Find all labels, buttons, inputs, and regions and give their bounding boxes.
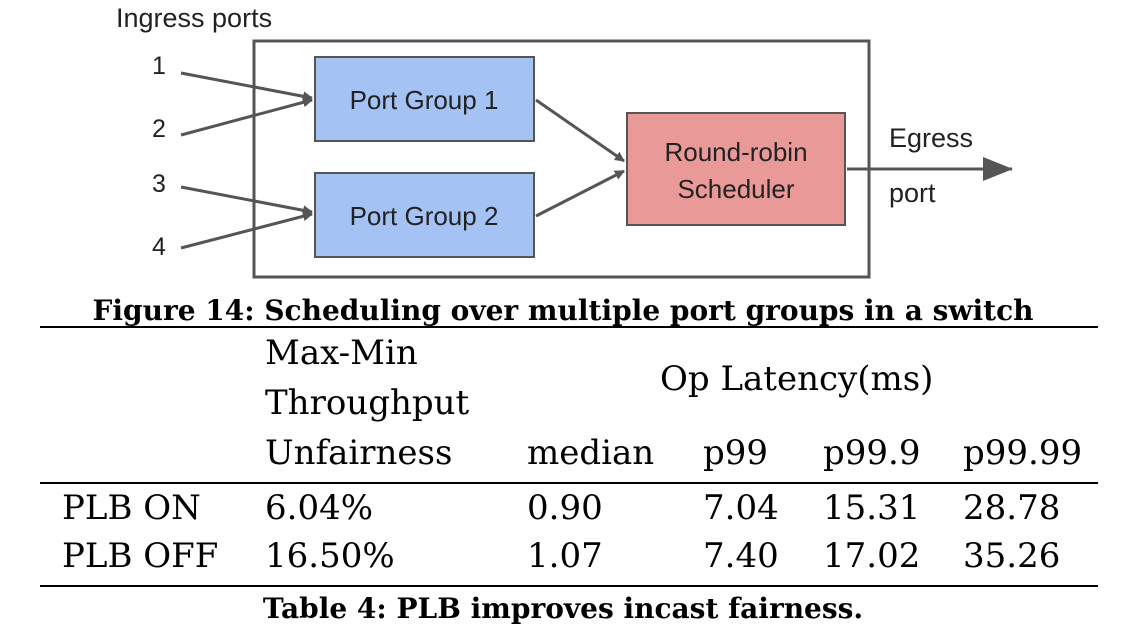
- table-cell: 7.04: [703, 488, 779, 528]
- table-cell: 16.50%: [265, 536, 395, 576]
- port-group-1-label: Port Group 1: [350, 85, 499, 115]
- header-fairness-line1: Max-Min: [265, 333, 418, 373]
- group-1-to-scheduler-arrow: [535, 98, 625, 163]
- header-op-latency: Op Latency(ms): [660, 359, 934, 399]
- port-3-arrow: [180, 185, 313, 216]
- table-cell: 35.26: [963, 536, 1061, 576]
- ingress-ports-label: Ingress ports: [116, 3, 272, 33]
- scheduling-diagram: Ingress ports 1 2 3 4 Port Group 1 Port …: [116, 3, 1013, 279]
- port-1-arrow: [180, 71, 313, 102]
- header-fairness-line2: Throughput: [265, 383, 470, 423]
- port-group-2-box: [314, 172, 535, 258]
- table-cell: 15.31: [823, 488, 921, 528]
- table-caption: Table 4: PLB improves incast fairness.: [262, 592, 864, 625]
- port-4-arrow: [180, 211, 313, 250]
- row-label-plb-off: PLB OFF: [62, 536, 219, 576]
- table-cell: 7.40: [703, 536, 779, 576]
- header-p99-99: p99.99: [963, 433, 1083, 473]
- scheduler-label-line2: Scheduler: [677, 174, 794, 204]
- switch-boundary: [252, 39, 871, 279]
- table-cell: 6.04%: [265, 488, 374, 528]
- header-median: median: [527, 433, 655, 473]
- table-cell: 1.07: [527, 536, 603, 576]
- table-top-rule: [40, 326, 1098, 328]
- row-label-plb-on: PLB ON: [62, 488, 201, 528]
- port-number-1: 1: [152, 52, 166, 80]
- egress-label: Egress: [889, 123, 973, 153]
- egress-port-label: port: [889, 178, 936, 208]
- header-fairness-line3: Unfairness: [265, 433, 453, 473]
- table-header-rule: [40, 482, 1098, 484]
- port-2-arrow: [180, 97, 313, 137]
- port-group-1-box: [314, 56, 535, 142]
- scheduler-label-line1: Round-robin: [664, 137, 807, 167]
- port-number-2: 2: [152, 115, 166, 143]
- port-group-2-label: Port Group 2: [350, 201, 499, 231]
- table-bottom-rule: [40, 585, 1098, 587]
- scheduler-box: [626, 112, 846, 226]
- figure-caption: Figure 14: Scheduling over multiple port…: [92, 294, 1034, 327]
- group-2-to-scheduler-arrow: [535, 169, 625, 218]
- table-cell: 28.78: [963, 488, 1061, 528]
- port-number-3: 3: [152, 170, 166, 198]
- port-number-4: 4: [152, 233, 166, 261]
- header-p99-9: p99.9: [823, 433, 921, 473]
- table-cell: 17.02: [823, 536, 921, 576]
- header-p99: p99: [703, 433, 769, 473]
- table-cell: 0.90: [527, 488, 603, 528]
